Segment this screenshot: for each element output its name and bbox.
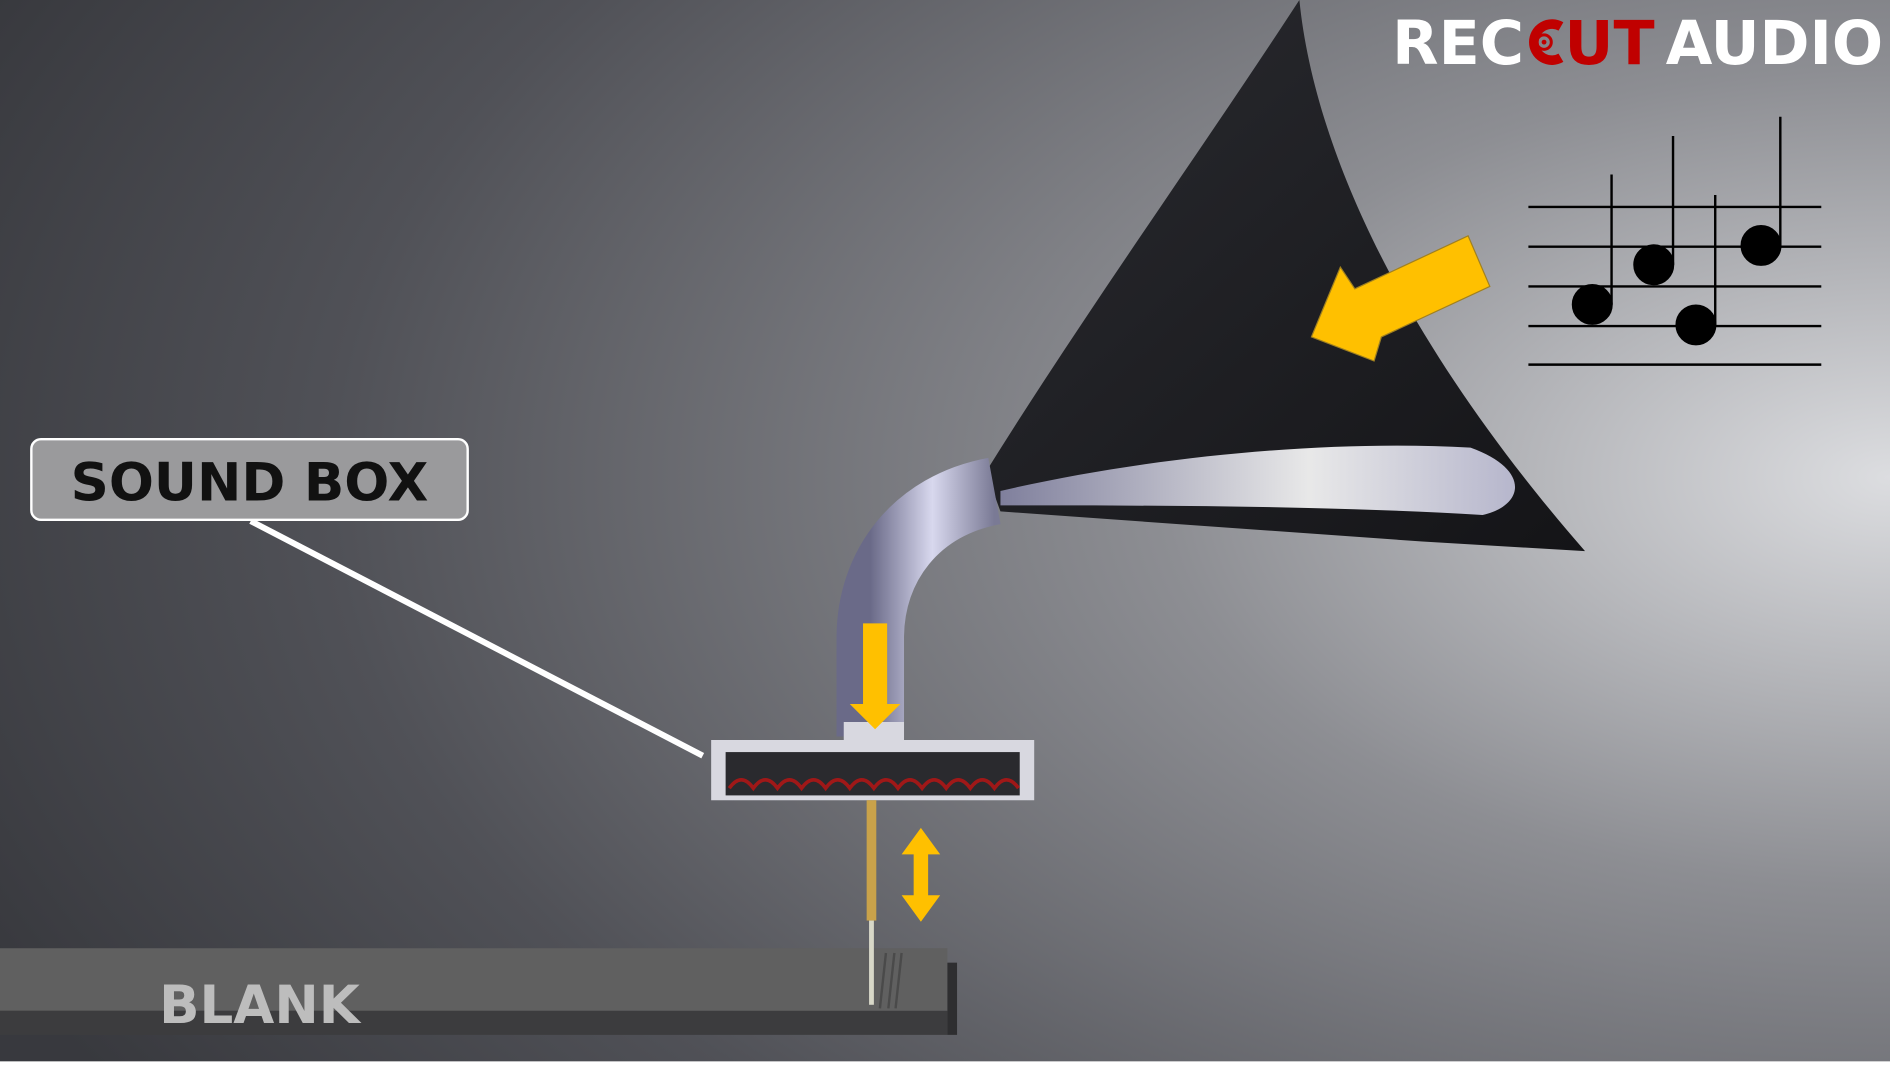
down-arrow-icon bbox=[849, 623, 901, 730]
needle bbox=[869, 920, 874, 1005]
vertical-double-arrow-icon bbox=[901, 827, 941, 922]
sound-box-callout bbox=[30, 438, 469, 522]
sound-box bbox=[711, 722, 1035, 801]
needle-holder bbox=[866, 800, 877, 921]
logo-rec: REC bbox=[1392, 9, 1524, 79]
tone-arm-tube bbox=[836, 457, 1002, 737]
logo-audio: AUDIO bbox=[1666, 9, 1883, 79]
reccut-audio-logo: REC UT AUDIO bbox=[1392, 9, 1883, 79]
sound-box-label: SOUND BOX bbox=[71, 453, 429, 514]
blank-record-slab bbox=[0, 948, 958, 1035]
horn bbox=[985, 0, 1586, 552]
blank-label: BLANK bbox=[159, 975, 362, 1036]
music-notes-icon bbox=[1528, 116, 1822, 366]
logo-cut: UT bbox=[1565, 9, 1655, 79]
sound-in-arrow-icon bbox=[1310, 235, 1491, 362]
logo-target-icon bbox=[1529, 19, 1564, 65]
callout-line bbox=[249, 518, 705, 759]
